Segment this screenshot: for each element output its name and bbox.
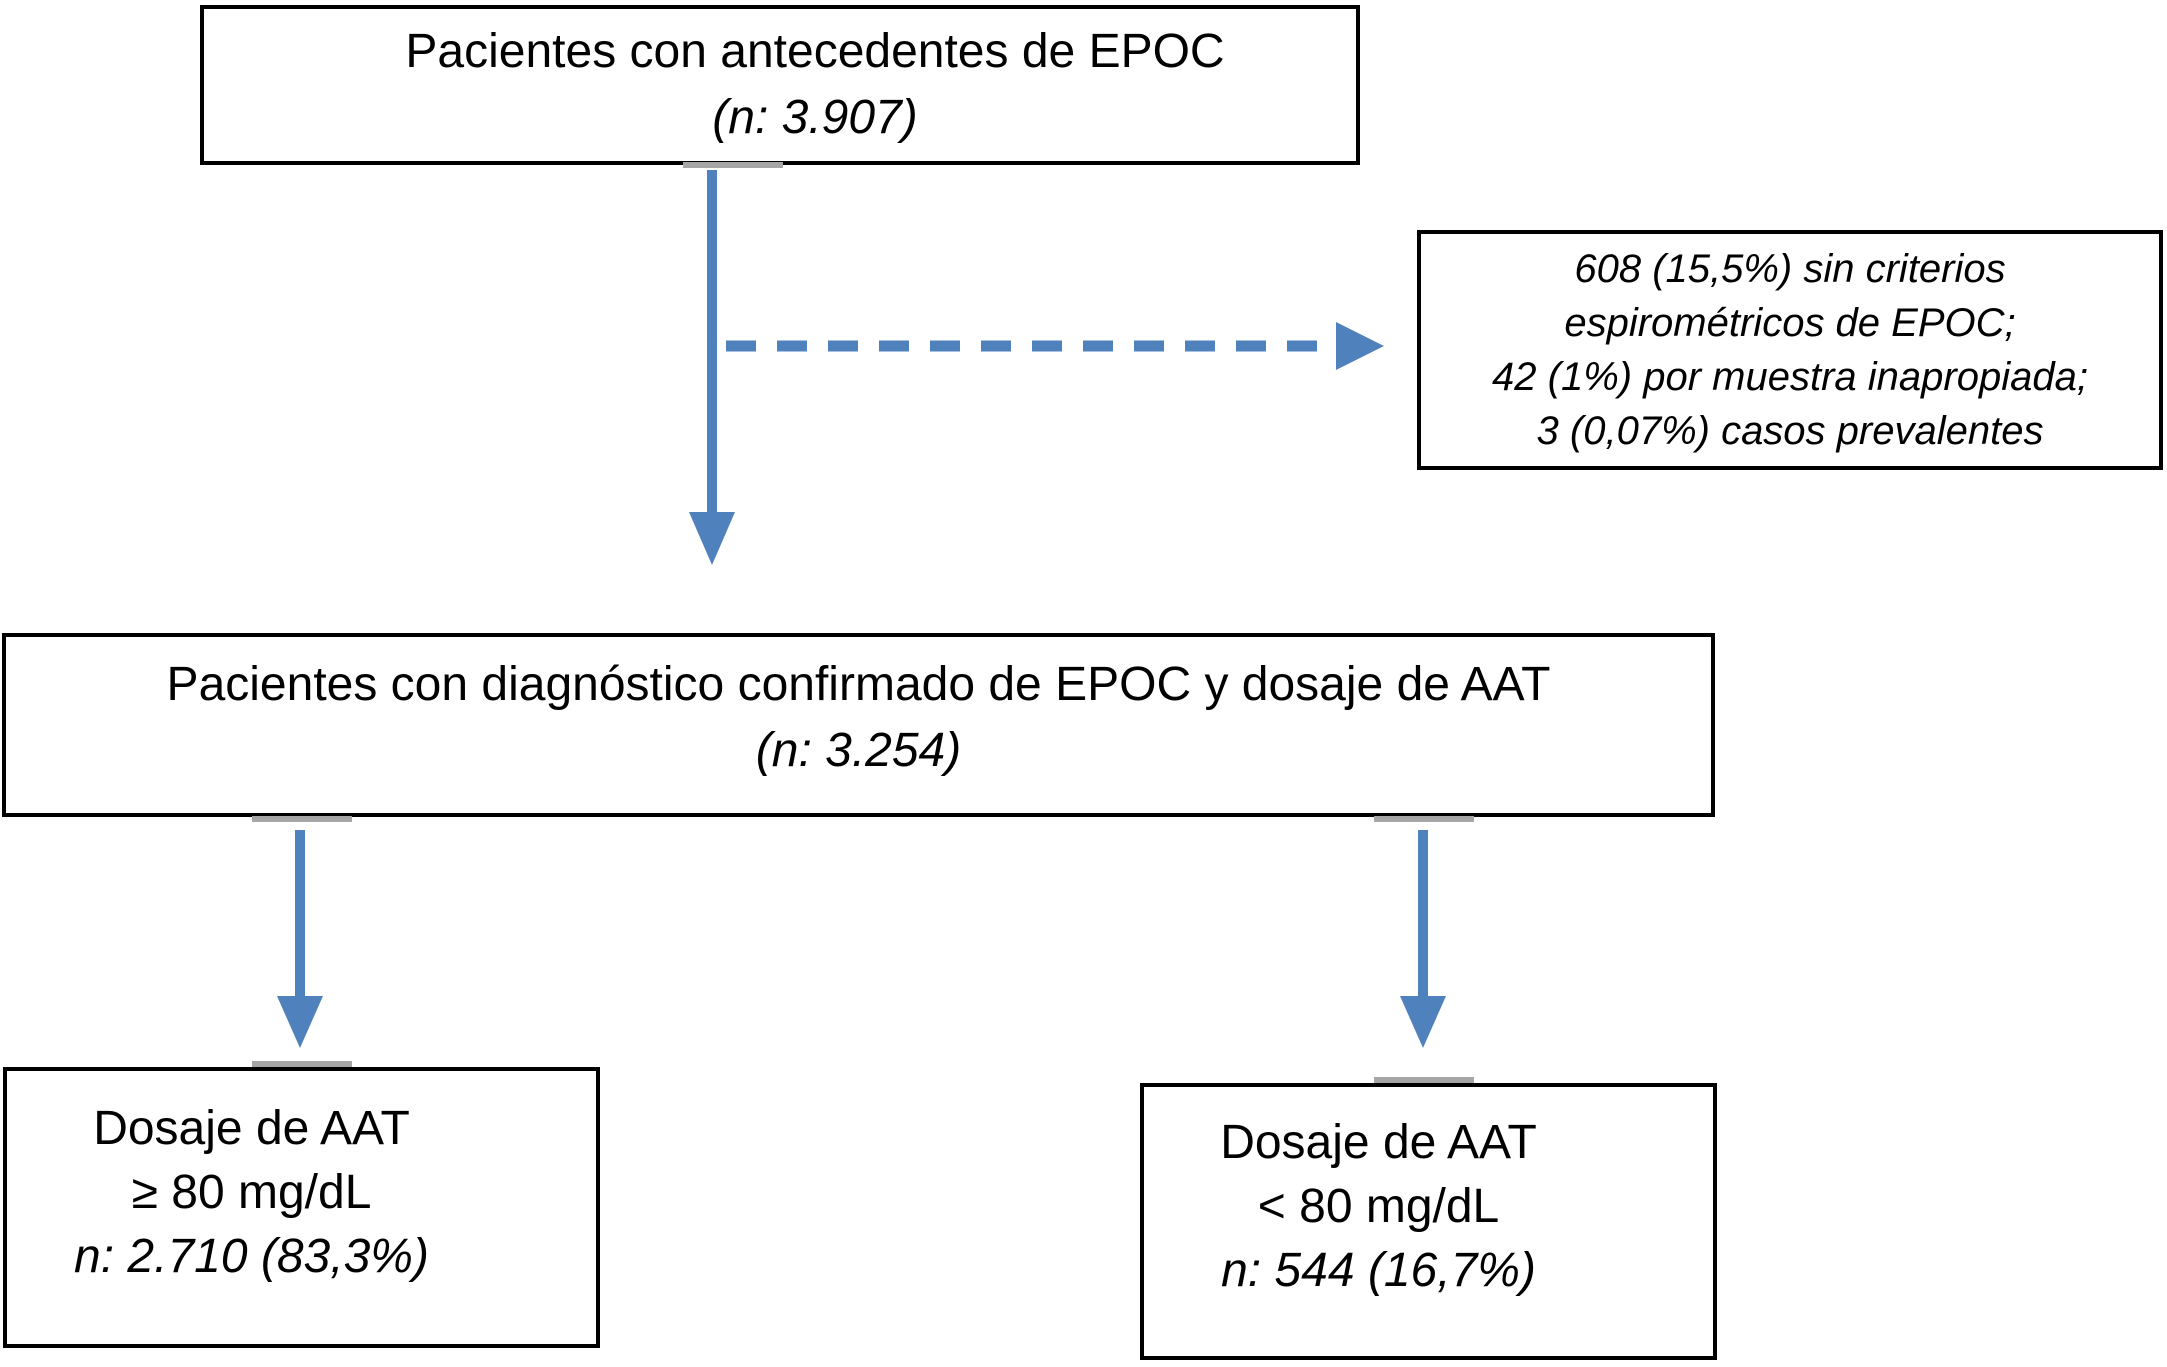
box-dosaje-menor-80: Dosaje de AAT < 80 mg/dL n: 544 (16,7%) (1140, 1083, 1717, 1360)
box-diagnostico-confirmado: Pacientes con diagnóstico confirmado de … (2, 633, 1715, 817)
arrow-down-icon (689, 170, 735, 565)
arrow-down-icon (277, 830, 323, 1048)
box-confirmado-title: Pacientes con diagnóstico confirmado de … (166, 658, 1551, 711)
excluded-line-3: 42 (1%) por muestra inapropiada; (1492, 355, 2088, 399)
dosaje-deficiente-title: Dosaje de AAT (1220, 1115, 1537, 1169)
dosaje-normal-threshold: ≥ 80 mg/dL (131, 1165, 372, 1219)
box-antecedentes-title: Pacientes con antecedentes de EPOC (405, 25, 1225, 78)
arrow-down-icon (1400, 830, 1446, 1048)
box-excluidos: 608 (15,5%) sin criterios espirométricos… (1417, 230, 2163, 470)
dosaje-normal-title: Dosaje de AAT (93, 1101, 410, 1155)
connector-notch (1374, 816, 1474, 822)
connector-notch (252, 816, 352, 822)
dosaje-normal-n: n: 2.710 (83,3%) (74, 1229, 429, 1283)
box-dosaje-mayor-igual-80: Dosaje de AAT ≥ 80 mg/dL n: 2.710 (83,3%… (3, 1067, 600, 1348)
connector-notch (683, 162, 783, 168)
dosaje-deficiente-n: n: 544 (16,7%) (1221, 1243, 1536, 1297)
connector-notch (252, 1061, 352, 1067)
excluded-line-1: 608 (15,5%) sin criterios (1574, 247, 2006, 291)
box-antecedentes-n: (n: 3.907) (712, 91, 918, 144)
box-antecedentes-epoc: Pacientes con antecedentes de EPOC (n: 3… (200, 5, 1360, 165)
excluded-line-4: 3 (0,07%) casos prevalentes (1536, 409, 2044, 453)
arrow-dashed-right-icon (726, 322, 1384, 370)
excluded-line-2: espirométricos de EPOC; (1564, 301, 2016, 345)
box-confirmado-n: (n: 3.254) (755, 724, 962, 777)
dosaje-deficiente-threshold: < 80 mg/dL (1257, 1179, 1500, 1233)
connector-notch (1374, 1077, 1474, 1083)
